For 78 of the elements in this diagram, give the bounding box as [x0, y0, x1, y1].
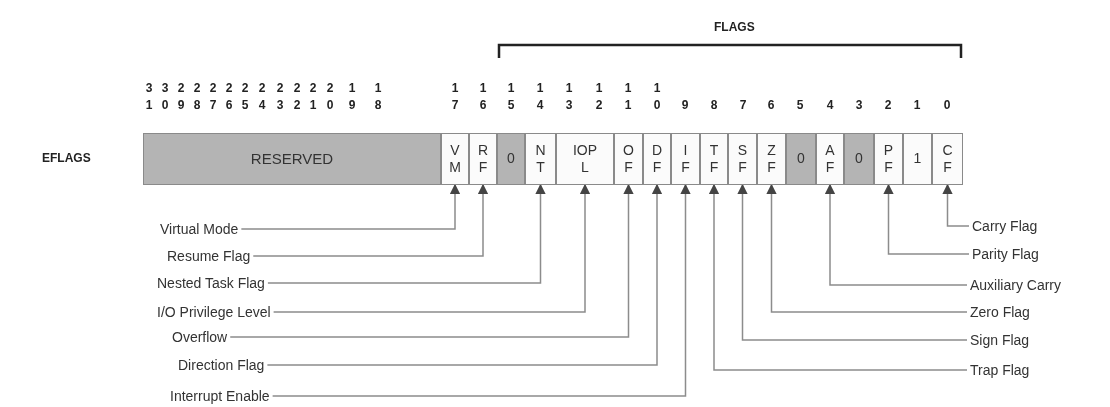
bit-number: 23 — [276, 80, 284, 114]
bit-number: 17 — [451, 80, 459, 114]
bit-number: 27 — [209, 80, 217, 114]
bit-number: 25 — [241, 80, 249, 114]
bit-field: P F — [874, 133, 903, 185]
bit-number: 29 — [177, 80, 185, 114]
bit-number: 15 — [507, 80, 515, 114]
flag-label: Direction Flag — [178, 357, 265, 373]
bit-number: 28 — [193, 80, 201, 114]
bit-number: 8 — [710, 97, 718, 114]
flag-label: Nested Task Flag — [157, 275, 265, 291]
bit-field: 0 — [844, 133, 874, 185]
leader-line — [883, 183, 970, 255]
bit-number: 9 — [681, 97, 689, 114]
bit-number: 30 — [161, 80, 169, 114]
bit-number: 12 — [595, 80, 603, 114]
bracket-label: FLAGS — [714, 20, 755, 34]
bit-field: A F — [816, 133, 844, 185]
flag-label: I/O Privilege Level — [157, 304, 271, 320]
flag-label: Resume Flag — [167, 248, 251, 264]
bit-field: IOP L — [556, 133, 614, 185]
bit-number: 31 — [145, 80, 153, 114]
bit-number: 20 — [326, 80, 334, 114]
bit-number: 21 — [309, 80, 317, 114]
leader-line — [272, 183, 591, 313]
bit-field: I F — [671, 133, 700, 185]
bit-number: 22 — [293, 80, 301, 114]
bit-number: 7 — [739, 97, 747, 114]
leader-line — [824, 183, 968, 286]
leader-line — [708, 183, 968, 371]
bit-field: Z F — [757, 133, 786, 185]
bit-field: 0 — [497, 133, 525, 185]
flag-label: Virtual Mode — [160, 221, 239, 237]
bit-number: 24 — [258, 80, 266, 114]
bit-number: 0 — [943, 97, 951, 114]
flag-label: Overflow — [172, 329, 228, 345]
bit-field: R F — [469, 133, 497, 185]
bit-field: N T — [525, 133, 556, 185]
leader-line — [252, 183, 489, 257]
leader-line — [737, 183, 968, 341]
flag-label: Zero Flag — [970, 304, 1030, 320]
bit-field: 1 — [903, 133, 932, 185]
reserved-field: RESERVED — [143, 133, 441, 185]
bit-field: D F — [643, 133, 671, 185]
bit-number: 4 — [826, 97, 834, 114]
leader-line — [267, 183, 546, 284]
leader-line — [240, 183, 461, 230]
bit-number: 11 — [624, 80, 632, 114]
leader-line — [266, 183, 663, 366]
bit-field: V M — [441, 133, 469, 185]
bit-number: 5 — [796, 97, 804, 114]
register-name: EFLAGS — [42, 151, 91, 165]
bit-number: 14 — [536, 80, 544, 114]
bit-number: 26 — [225, 80, 233, 114]
bit-field: S F — [728, 133, 757, 185]
bit-number: 13 — [565, 80, 573, 114]
bit-number: 3 — [855, 97, 863, 114]
flag-label: Carry Flag — [972, 218, 1038, 234]
flag-label: Auxiliary Carry — [970, 277, 1061, 293]
bit-number: 18 — [374, 80, 382, 114]
bit-number: 6 — [767, 97, 775, 114]
bit-field: O F — [614, 133, 643, 185]
flag-label: Parity Flag — [972, 246, 1039, 262]
bit-number: 1 — [913, 97, 921, 114]
bit-field: 0 — [786, 133, 816, 185]
bit-number: 16 — [479, 80, 487, 114]
flag-label: Sign Flag — [970, 332, 1030, 348]
leader-line — [766, 183, 968, 313]
flag-label: Interrupt Enable — [170, 388, 270, 404]
bit-field: T F — [700, 133, 728, 185]
leader-line — [271, 183, 691, 397]
flag-label: Trap Flag — [970, 362, 1030, 378]
bit-field: C F — [932, 133, 963, 185]
leader-line — [942, 183, 970, 227]
bit-number: 10 — [653, 80, 661, 114]
leader-line — [229, 183, 634, 338]
bit-number: 19 — [348, 80, 356, 114]
bit-number: 2 — [884, 97, 892, 114]
